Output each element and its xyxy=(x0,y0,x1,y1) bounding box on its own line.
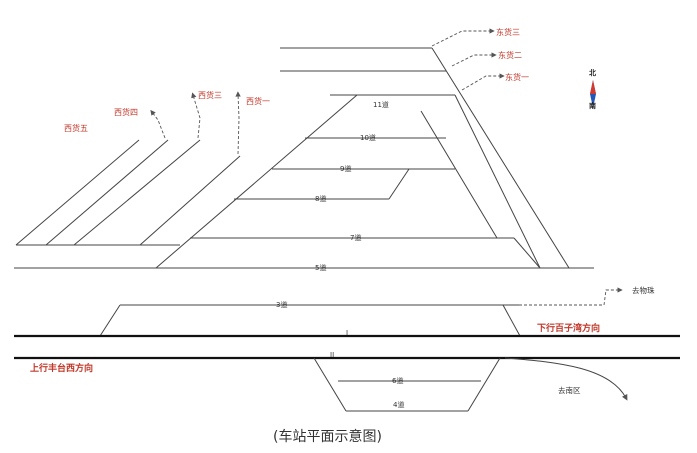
to-rail-label: 去物珠 xyxy=(632,285,655,295)
east-freight-1-arrow xyxy=(461,73,505,91)
main-line-i-label: I xyxy=(346,329,348,337)
track-7-label: 7道 xyxy=(350,233,361,242)
west-freight-5-line xyxy=(15,139,140,246)
compass-icon xyxy=(590,80,596,108)
ladder-east-inner xyxy=(454,94,541,269)
west-freight-5-label: 西货五 xyxy=(64,123,88,133)
diagram-caption: (车站平面示意图) xyxy=(273,428,382,445)
track-3-label: 3道 xyxy=(276,300,287,309)
west-freight-4-line xyxy=(45,139,169,246)
track-9-label: 9道 xyxy=(340,164,351,173)
ladder-10-to-7 xyxy=(420,110,498,239)
ladder-3-west xyxy=(99,304,121,337)
east-freight-2-arrow xyxy=(451,52,497,67)
west-freight-3-label: 西货三 xyxy=(198,90,222,100)
track-4-label: 4道 xyxy=(393,400,404,409)
west-freight-4-arrow xyxy=(150,109,166,139)
ladder-east-outer xyxy=(431,47,570,269)
east-freight-1-label: 东货一 xyxy=(505,72,529,82)
ladder-west-yard xyxy=(155,94,358,269)
ladder-4-west xyxy=(313,357,347,412)
east-freight-3-arrow xyxy=(431,28,495,47)
west-freight-3-arrow xyxy=(191,92,201,139)
compass-north-label: 北 xyxy=(589,68,596,77)
east-freight-3-label: 东货三 xyxy=(496,27,520,37)
west-freight-3-line xyxy=(73,139,201,246)
track-5-label: 5道 xyxy=(315,263,326,272)
ladder-7-end xyxy=(513,237,541,269)
west-freight-1-label: 西货一 xyxy=(246,96,270,106)
to-south-label: 去南区 xyxy=(558,385,581,395)
west-freight-4-label: 西货四 xyxy=(114,107,138,117)
compass-south-label: 南 xyxy=(589,101,596,110)
west-freight-1-line xyxy=(139,155,241,246)
down-direction-label: 下行百子湾方向 xyxy=(537,322,600,334)
track-8-label: 8道 xyxy=(315,194,326,203)
up-direction-label: 上行丰台西方向 xyxy=(30,362,93,374)
ladder-9-8 xyxy=(388,168,410,200)
track-11-label: 11道 xyxy=(373,100,389,109)
west-freight-1-arrow xyxy=(235,91,241,155)
east-freight-2-label: 东货二 xyxy=(498,50,522,60)
to-south-curve xyxy=(504,357,628,401)
ladder-3-east xyxy=(502,304,521,337)
track-6-label: 6道 xyxy=(392,376,403,385)
to-rail-arrow xyxy=(519,287,623,306)
ladder-4-east xyxy=(467,357,501,412)
track-10-label: 10道 xyxy=(360,133,376,142)
main-line-ii-label: II xyxy=(330,351,334,359)
